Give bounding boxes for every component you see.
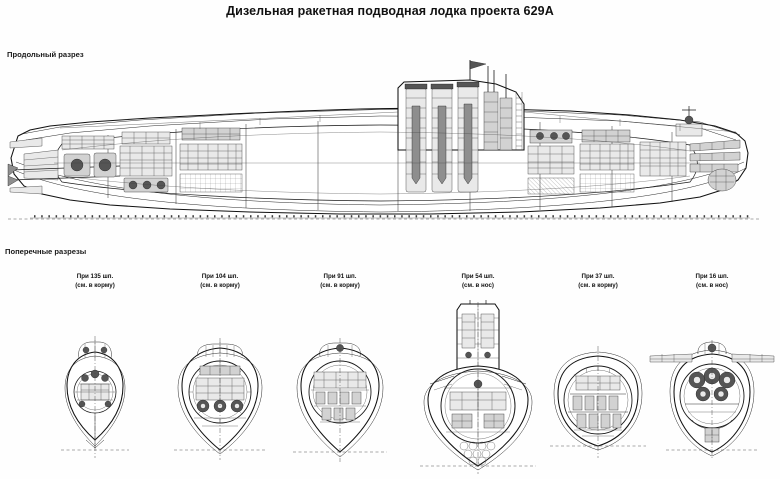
cross-section-caption-135: При 135 шп. (см. в корму) bbox=[30, 272, 160, 290]
cross-section-91 bbox=[293, 338, 387, 462]
caption-view: (см. в корму) bbox=[320, 282, 360, 289]
caption-view: (см. в нос) bbox=[462, 282, 494, 289]
cross-sections-label: Поперечные разрезы bbox=[5, 247, 87, 256]
caption-frame: При 54 шп. bbox=[461, 273, 495, 280]
caption-frame: При 16 шп. bbox=[695, 273, 729, 280]
page-title: Дизельная ракетная подводная лодка проек… bbox=[226, 4, 554, 18]
caption-view: (см. в корму) bbox=[200, 282, 240, 289]
caption-frame: При 104 шп. bbox=[201, 273, 239, 280]
caption-view: (см. в корму) bbox=[578, 282, 618, 289]
cross-section-37 bbox=[550, 346, 646, 458]
caption-view: (см. в корму) bbox=[75, 282, 115, 289]
longitudinal-section-label: Продольный разрез bbox=[7, 50, 84, 59]
cross-section-135 bbox=[61, 336, 129, 458]
cross-section-104 bbox=[174, 338, 266, 460]
cross-section-54 bbox=[420, 300, 536, 474]
cross-sections-drawing bbox=[0, 300, 780, 475]
longitudinal-section-drawing bbox=[0, 58, 780, 228]
cross-section-16 bbox=[649, 340, 775, 460]
caption-frame: При 37 шп. bbox=[581, 273, 615, 280]
cross-section-caption-37: При 37 шп. (см. в корму) bbox=[533, 272, 663, 290]
cross-section-caption-91: При 91 шп. (см. в корму) bbox=[275, 272, 405, 290]
caption-frame: При 91 шп. bbox=[323, 273, 357, 280]
caption-view: (см. в нос) bbox=[696, 282, 728, 289]
cross-section-caption-54: При 54 шп. (см. в нос) bbox=[413, 272, 543, 290]
cross-section-caption-16: При 16 шп. (см. в нос) bbox=[647, 272, 777, 290]
caption-frame: При 135 шп. bbox=[76, 273, 114, 280]
cross-section-caption-104: При 104 шп. (см. в корму) bbox=[155, 272, 285, 290]
